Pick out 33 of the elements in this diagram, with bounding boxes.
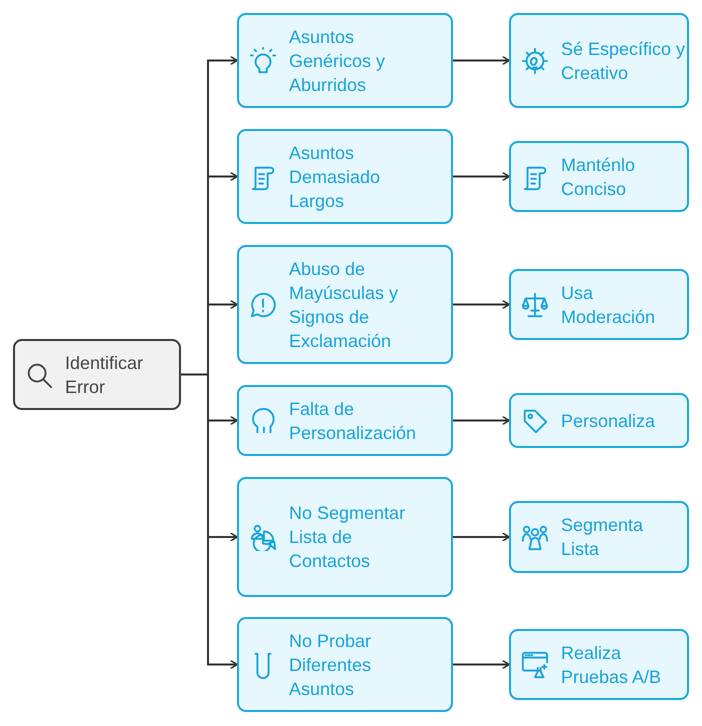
node-label: Segmenta Lista	[561, 514, 644, 561]
process-box	[237, 385, 453, 456]
process-box	[509, 501, 689, 573]
node-label: Manténlo Conciso	[561, 154, 636, 200]
process-box	[509, 629, 689, 700]
process-box	[509, 13, 689, 108]
process-box	[237, 245, 453, 364]
node-label: Sé Específico y Creativo	[561, 38, 686, 84]
node-label: Identificar Error	[65, 352, 144, 398]
node-label: Asuntos Genéricos y Aburridos	[289, 26, 386, 96]
process-box	[509, 393, 689, 448]
node-label: Usa Moderación	[561, 282, 656, 328]
process-box	[237, 477, 453, 597]
process-box	[237, 617, 453, 712]
process-box	[237, 13, 453, 108]
arrow	[453, 56, 510, 66]
process-box	[237, 129, 453, 224]
node-label: No Probar Diferentes Asuntos	[289, 630, 372, 700]
arrow	[453, 416, 510, 426]
start-box	[13, 339, 181, 410]
node-label: Abuso de Mayúsculas y Signos de Exclamación	[289, 258, 400, 352]
arrow	[453, 532, 510, 542]
arrow	[453, 172, 510, 182]
node-label: Personaliza	[561, 410, 656, 432]
process-box	[509, 141, 689, 212]
arrow	[453, 660, 510, 670]
node-label: No Segmentar Lista de Contactos	[289, 502, 406, 573]
process-box	[509, 269, 689, 340]
node-label: Realiza Pruebas A/B	[561, 642, 662, 688]
arrow	[181, 374, 238, 670]
arrow	[453, 300, 510, 310]
node-label: Falta de Personalización	[289, 398, 418, 444]
node-label: Asuntos Demasiado Largos	[289, 142, 382, 212]
